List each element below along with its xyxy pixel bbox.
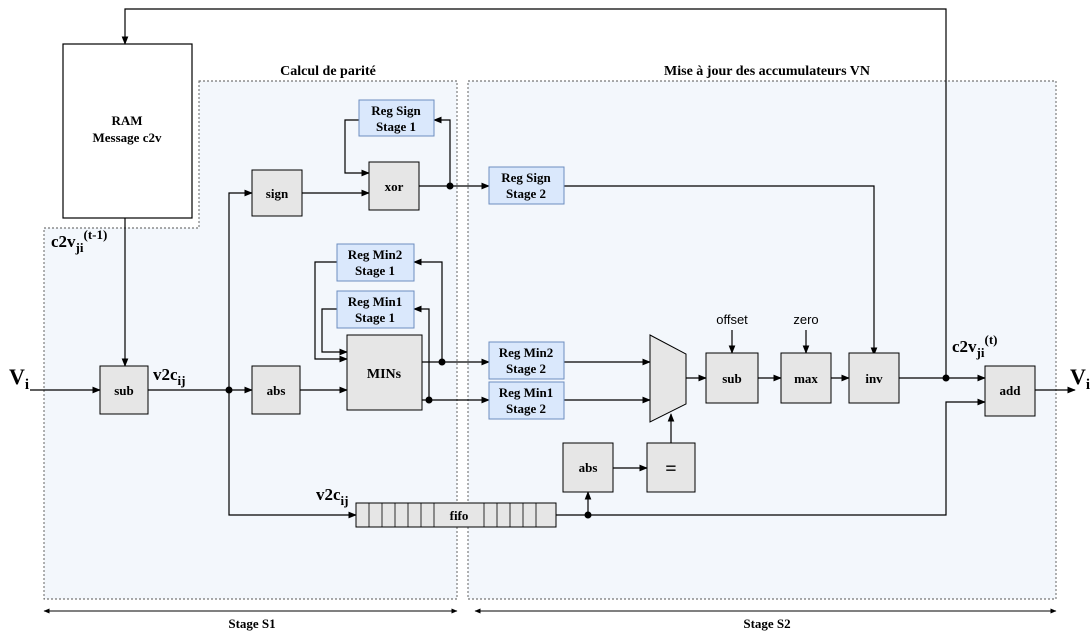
stage-s2-label: Stage S2 bbox=[743, 616, 790, 631]
v-in-label: Vi bbox=[9, 364, 29, 393]
reg-min1-stage2-line1: Reg Min1 bbox=[499, 385, 554, 400]
max-label: max bbox=[794, 371, 818, 386]
abs-block-2 bbox=[562, 442, 614, 493]
ram-label-line2: Message c2v bbox=[93, 130, 162, 145]
reg-sign-stage1-line2: Stage 1 bbox=[376, 119, 416, 134]
max-block bbox=[780, 352, 832, 404]
reg-min2-stage2-line1: Reg Min2 bbox=[499, 345, 554, 360]
v2c-main-label: v2cij bbox=[153, 365, 186, 388]
reg-sign-stage1 bbox=[358, 99, 435, 137]
ram-label-line1: RAM bbox=[111, 113, 142, 128]
v2c-fifo-label: v2cij bbox=[316, 485, 349, 508]
wires bbox=[30, 8, 1076, 519]
c2v-new-label: c2vji(t) bbox=[952, 332, 998, 360]
zero-label: zero bbox=[793, 312, 818, 327]
add-label: add bbox=[1000, 383, 1022, 398]
reg-min2-stage2 bbox=[488, 341, 565, 380]
stage-s1-label: Stage S1 bbox=[228, 616, 275, 631]
reg-min2-stage2-line2: Stage 2 bbox=[506, 361, 546, 376]
sign-block bbox=[251, 169, 303, 217]
mins-block bbox=[346, 334, 423, 411]
junction-xor bbox=[446, 182, 454, 190]
sub-label-1: sub bbox=[114, 383, 134, 398]
junction-c2v bbox=[942, 374, 950, 382]
sub-label-2: sub bbox=[722, 371, 742, 386]
multiplexer bbox=[649, 334, 687, 423]
reg-min1-stage1-line1: Reg Min1 bbox=[348, 294, 403, 309]
sign-label: sign bbox=[266, 186, 289, 201]
v-out-label: Vi bbox=[1070, 364, 1090, 393]
sub-block-1 bbox=[99, 365, 149, 415]
mins-label: MINs bbox=[367, 367, 402, 382]
stage1-title: Calcul de parité bbox=[280, 64, 376, 79]
fifo-block bbox=[355, 502, 557, 528]
ram-block bbox=[62, 43, 193, 219]
junction-min2 bbox=[438, 358, 446, 366]
stage-s1-region bbox=[43, 80, 458, 600]
junction-min1 bbox=[425, 396, 433, 404]
abs-label-2: abs bbox=[579, 460, 598, 475]
stage2-title: Mise à jour des accumulateurs VN bbox=[664, 64, 870, 79]
abs-block-1 bbox=[251, 365, 301, 415]
offset-label: offset bbox=[716, 312, 748, 327]
junction-v2c bbox=[225, 386, 233, 394]
equal-label: = bbox=[665, 458, 676, 480]
reg-min2-stage1-line2: Stage 1 bbox=[355, 263, 395, 278]
equal-block bbox=[646, 442, 696, 493]
junction-fifo bbox=[584, 511, 592, 519]
reg-min2-stage1-line1: Reg Min2 bbox=[348, 247, 403, 262]
reg-min1-stage1-line2: Stage 1 bbox=[355, 310, 395, 325]
reg-min1-stage2 bbox=[488, 381, 565, 420]
reg-sign-stage2-line2: Stage 2 bbox=[506, 186, 546, 201]
inv-block bbox=[848, 352, 900, 404]
abs-label-1: abs bbox=[267, 383, 286, 398]
c2v-prev-label: c2vji(t-1) bbox=[51, 227, 107, 255]
inv-label: inv bbox=[865, 371, 883, 386]
add-block bbox=[984, 365, 1036, 417]
reg-min1-stage2-line2: Stage 2 bbox=[506, 401, 546, 416]
stage-s2-region bbox=[467, 80, 1057, 600]
xor-block bbox=[368, 161, 420, 211]
fifo-label: fifo bbox=[450, 508, 469, 523]
xor-label: xor bbox=[385, 179, 404, 194]
sub-block-2 bbox=[705, 352, 759, 404]
reg-min1-stage1 bbox=[336, 290, 415, 329]
reg-min2-stage1 bbox=[336, 243, 415, 282]
reg-sign-stage1-line1: Reg Sign bbox=[371, 103, 421, 118]
reg-sign-stage2 bbox=[488, 166, 565, 205]
reg-sign-stage2-line1: Reg Sign bbox=[501, 170, 551, 185]
